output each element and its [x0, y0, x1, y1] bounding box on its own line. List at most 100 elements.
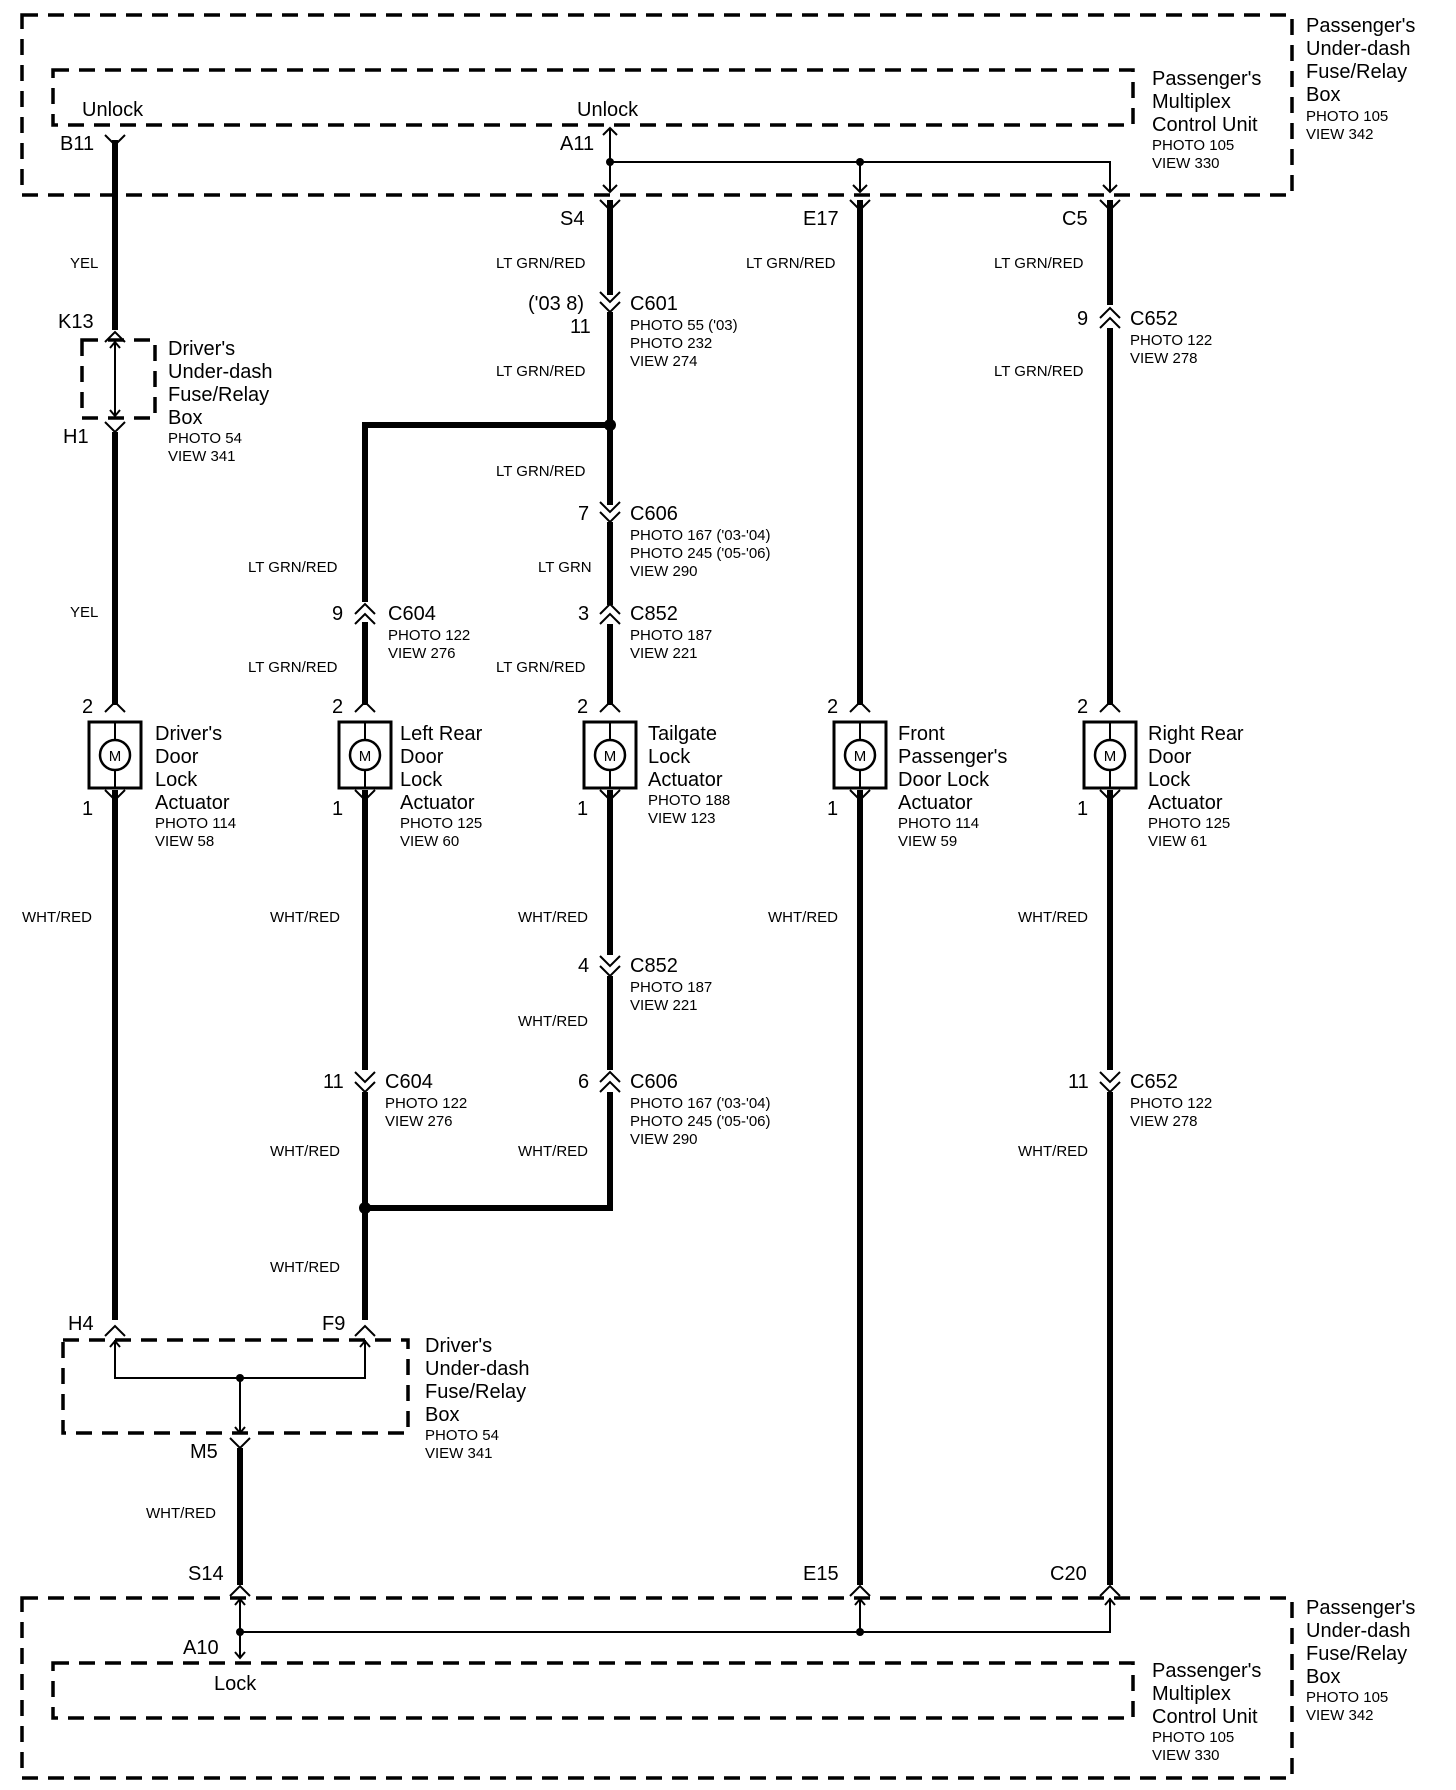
- c852-bot-ref-2: VIEW 221: [630, 997, 698, 1014]
- bottom-passenger-fuse-box: S14 E15 C20 A10 Lock Passenger's Multipl…: [20, 1563, 1415, 1780]
- bottom-box-label-1: Passenger's: [1306, 1597, 1415, 1619]
- actuator-left-rear-label-1: Left Rear: [400, 723, 483, 745]
- c604-bot-ref-2: VIEW 276: [385, 1113, 453, 1130]
- actuator-driver-motor-icon: [98, 738, 132, 772]
- wire-label-whtred-c3c: WHT/RED: [518, 1143, 588, 1160]
- actuator-front-passenger-ref-1: PHOTO 114: [898, 815, 979, 832]
- column-driver-door: YEL K13 H1 Driver's Under-dash Fuse/Rela…: [22, 134, 273, 1337]
- actuator-tailgate: 2 1 M Tailgate Lock Actuator PHOTO 188 V…: [577, 696, 730, 827]
- driver-fuse-top-pin-h1: H1: [63, 426, 89, 448]
- c604-top-ref-1: PHOTO 122: [388, 627, 470, 644]
- wire-label-ltgrnred-c5b: LT GRN/RED: [994, 363, 1084, 380]
- actuator-left-rear-pin-top: 2: [332, 696, 343, 718]
- wire-label-whtred-c2a: WHT/RED: [270, 909, 340, 926]
- driver-fuse-bottom-label-4: Box: [425, 1404, 459, 1426]
- actuator-left-rear-motor-letter: M: [359, 748, 372, 765]
- wire-label-ltgrnred-c3c: LT GRN/RED: [496, 463, 586, 480]
- actuator-driver-label-2: Door: [155, 746, 199, 768]
- wire-label-ltgrnred-c4: LT GRN/RED: [746, 255, 836, 272]
- driver-fuse-top-label-4: Box: [168, 407, 202, 429]
- wire-label-whtred-c5b: WHT/RED: [1018, 1143, 1088, 1160]
- bottom-pin-c20: C20: [1050, 1563, 1087, 1585]
- actuator-left-rear-motor-icon: [348, 738, 382, 772]
- driver-fuse-bottom-label-3: Fuse/Relay: [425, 1381, 526, 1403]
- bottom-pin-e15: E15: [803, 1563, 839, 1585]
- wire-label-whtred-m5: WHT/RED: [146, 1505, 216, 1522]
- actuator-right-rear-label-2: Door: [1148, 746, 1192, 768]
- c604-bot-name: C604: [385, 1071, 433, 1093]
- c601-pin-b: 11: [570, 316, 591, 338]
- actuator-left-rear-label-3: Lock: [400, 769, 443, 791]
- actuator-driver-pin-top: 2: [82, 696, 93, 718]
- actuator-right-rear-motor-icon: [1093, 738, 1127, 772]
- wire-label-whtred-c4: WHT/RED: [768, 909, 838, 926]
- bottom-box-ref-1: PHOTO 105: [1306, 1689, 1388, 1706]
- driver-fuse-top-ref-2: VIEW 341: [168, 448, 236, 465]
- actuator-left-rear-label-2: Door: [400, 746, 444, 768]
- c604-bot-pin: 11: [323, 1071, 344, 1093]
- top-box-ref-2: VIEW 342: [1306, 126, 1374, 143]
- c604-top-name: C604: [388, 603, 436, 625]
- actuator-right-rear-ref-2: VIEW 61: [1148, 833, 1207, 850]
- c606-bot-ref-1: PHOTO 167 ('03-'04): [630, 1095, 771, 1112]
- driver-fuse-top-label-2: Under-dash: [168, 361, 273, 383]
- c604-bot-ref-1: PHOTO 122: [385, 1095, 467, 1112]
- driver-fuse-bottom-ref-1: PHOTO 54: [425, 1427, 499, 1444]
- top-unlock-label-a: Unlock: [577, 99, 639, 121]
- bottom-mcu-ref-1: PHOTO 105: [1152, 1729, 1234, 1746]
- c606-bot-pin: 6: [578, 1071, 589, 1093]
- c852-top-ref-1: PHOTO 187: [630, 627, 712, 644]
- wire-label-ltgrn: LT GRN: [538, 559, 592, 576]
- c606-top-ref-3: VIEW 290: [630, 563, 698, 580]
- actuator-driver: 2 1 M Driver's Door Lock Actuator PHOTO …: [82, 696, 236, 850]
- wire-label-ltgrnred-c2a: LT GRN/RED: [248, 559, 338, 576]
- actuator-left-rear: 2 1 M Left Rear Door Lock Actuator PHOTO…: [332, 696, 483, 850]
- driver-fuse-bottom-ref-2: VIEW 341: [425, 1445, 493, 1462]
- driver-fuse-box-bottom: Driver's Under-dash Fuse/Relay Box PHOTO…: [61, 1335, 530, 1585]
- column-tailgate: LT GRN/RED ('03 8) 11 C601 PHOTO 55 ('03…: [365, 199, 771, 1211]
- actuator-front-passenger: 2 1 M Front Passenger's Door Lock Actuat…: [827, 696, 1007, 850]
- c852-top-pin: 3: [578, 603, 589, 625]
- actuator-right-rear-ref-1: PHOTO 125: [1148, 815, 1230, 832]
- bottom-box-ref-2: VIEW 342: [1306, 1707, 1374, 1724]
- wire-label-ltgrnred-c3b: LT GRN/RED: [496, 363, 586, 380]
- actuator-tailgate-ref-2: VIEW 123: [648, 810, 716, 827]
- wire-label-whtred-c1: WHT/RED: [22, 909, 92, 926]
- bottom-lock-label: Lock: [214, 1673, 257, 1695]
- actuator-tailgate-motor-letter: M: [604, 748, 617, 765]
- actuator-front-passenger-motor-letter: M: [854, 748, 867, 765]
- c606-top-pin: 7: [578, 503, 589, 525]
- bottom-box-label-3: Fuse/Relay: [1306, 1643, 1407, 1665]
- top-pin-c5: C5: [1062, 208, 1088, 230]
- top-pin-e17: E17: [803, 208, 839, 230]
- actuator-front-passenger-motor-icon: [843, 738, 877, 772]
- driver-fuse-top-pin-k13: K13: [58, 311, 94, 333]
- actuator-driver-motor-letter: M: [109, 748, 122, 765]
- wire-label-ltgrnred-c3d: LT GRN/RED: [496, 659, 586, 676]
- driver-fuse-bottom-pin-f9: F9: [322, 1313, 345, 1335]
- top-mcu-label-2: Multiplex: [1152, 91, 1231, 113]
- actuator-front-passenger-pin-top: 2: [827, 696, 838, 718]
- top-pin-s4: S4: [560, 208, 584, 230]
- c652-bot-ref-1: PHOTO 122: [1130, 1095, 1212, 1112]
- top-unlock-label-b: Unlock: [82, 99, 144, 121]
- top-box-label-3: Fuse/Relay: [1306, 61, 1407, 83]
- top-pin-a11: A11: [560, 133, 594, 155]
- c601-name: C601: [630, 293, 678, 315]
- actuator-front-passenger-label-4: Actuator: [898, 792, 973, 814]
- actuator-right-rear-pin-bot: 1: [1077, 798, 1088, 820]
- c604-top-ref-2: VIEW 276: [388, 645, 456, 662]
- bottom-box-label-2: Under-dash: [1306, 1620, 1411, 1642]
- bottom-pin-s14: S14: [188, 1563, 224, 1585]
- actuator-driver-ref-2: VIEW 58: [155, 833, 214, 850]
- c606-top-name: C606: [630, 503, 678, 525]
- actuator-right-rear-pin-top: 2: [1077, 696, 1088, 718]
- c852-bot-pin: 4: [578, 955, 589, 977]
- actuator-driver-label-3: Lock: [155, 769, 198, 791]
- actuator-left-rear-ref-1: PHOTO 125: [400, 815, 482, 832]
- driver-fuse-top-label-3: Fuse/Relay: [168, 384, 269, 406]
- c852-bot-ref-1: PHOTO 187: [630, 979, 712, 996]
- c652-top-ref-1: PHOTO 122: [1130, 332, 1212, 349]
- wire-label-ltgrnred-c3a: LT GRN/RED: [496, 255, 586, 272]
